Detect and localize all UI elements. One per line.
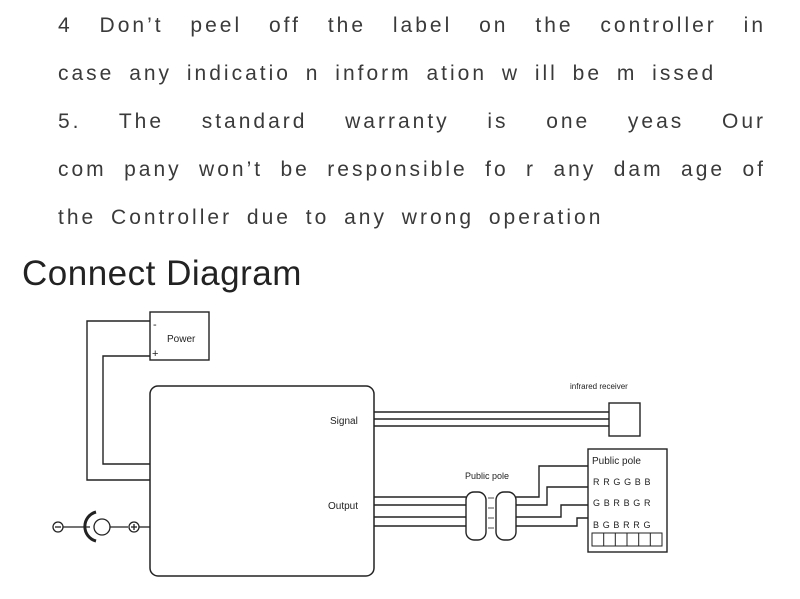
connect-diagram: - + Power Signal Output infrared receive…	[52, 311, 668, 577]
signal-label: Signal	[330, 416, 358, 427]
signal-wires	[374, 411, 609, 427]
pin-row-2: G B R B G R	[593, 498, 651, 508]
controller-box	[149, 385, 375, 577]
instruction-text: 4 Don’t peel off the label on the contro…	[58, 2, 766, 242]
pin-cells	[591, 532, 663, 547]
item5-line1: 5. The standard warranty is one yeas Our	[58, 110, 766, 133]
item4-line1: 4 Don’t peel off the label on the contro…	[58, 14, 766, 37]
section-title: Connect Diagram	[22, 254, 302, 293]
infrared-receiver	[608, 402, 641, 437]
pin-row-3: B G B R R G	[593, 520, 651, 530]
item4-line2: case any indicatio n inform ation w ill …	[58, 62, 717, 85]
item5-line2: com pany won’t be responsible fo r any d…	[58, 158, 766, 181]
public-pole-mid-label: Public pole	[465, 471, 509, 481]
power-minus: -	[153, 319, 157, 331]
infrared-receiver-label: infrared receiver	[570, 382, 628, 391]
output-wires	[374, 465, 592, 527]
power-box	[149, 311, 210, 361]
power-wires	[86, 320, 150, 481]
public-pole-box-label: Public pole	[592, 456, 641, 467]
item5-line3: the Controller due to any wrong operatio…	[58, 206, 604, 229]
power-label: Power	[167, 334, 196, 345]
output-label: Output	[328, 501, 358, 512]
output-connectors	[465, 491, 517, 541]
power-plus: +	[152, 348, 158, 360]
pin-row-1: R R G G B B	[593, 477, 651, 487]
plug-icon	[52, 510, 150, 543]
